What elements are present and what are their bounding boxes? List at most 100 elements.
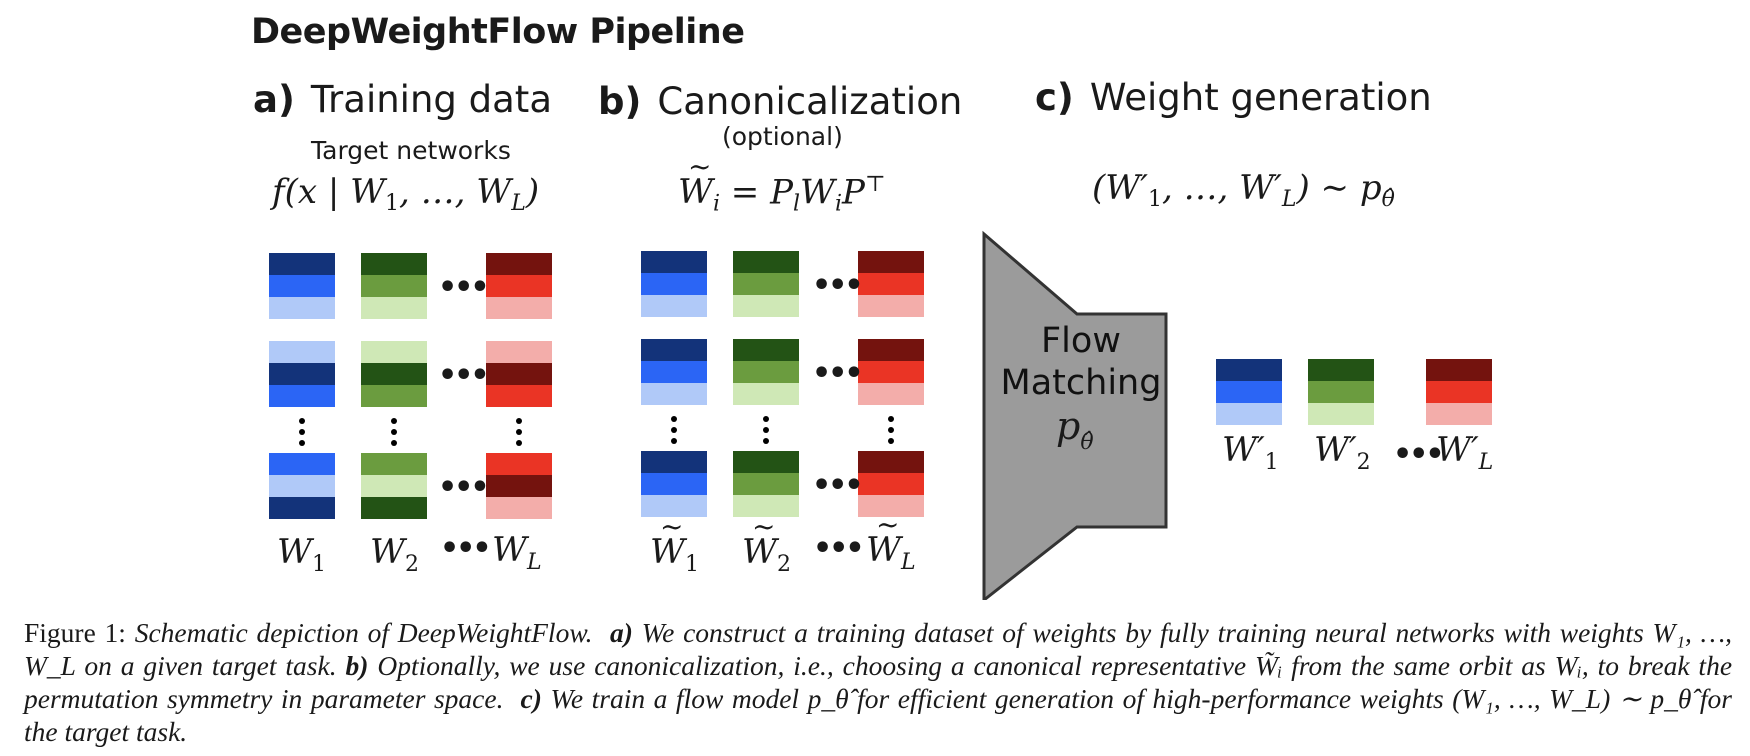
section-c-formula: (W′1, …, W′L) ∼ pθ̂ — [1092, 168, 1395, 212]
weight-stripe-light — [641, 383, 707, 405]
weight-stripe-light — [269, 475, 335, 497]
weight-stripe-dark — [858, 339, 924, 361]
generated-block-red — [1426, 359, 1492, 425]
section-b-heading: b)Canonicalization — [598, 80, 962, 123]
weight-block-blue — [269, 453, 335, 519]
weight-stripe-mid — [486, 385, 552, 407]
weight-stripe-dark — [733, 251, 799, 273]
weight-stripe-dark — [361, 363, 427, 385]
weight-stripe-mid — [641, 473, 707, 495]
row-ellipsis: ••• — [812, 356, 864, 391]
flow-matching-model-shape — [982, 230, 1168, 600]
section-a-title: Training data — [310, 78, 552, 121]
weight-stripe-dark — [361, 497, 427, 519]
weight-stripe-dark — [858, 451, 924, 473]
weight-stripe-dark — [486, 475, 552, 497]
weight-block-green — [361, 341, 427, 407]
weight-stripe-mid — [1426, 381, 1492, 403]
column-vertical-ellipsis — [763, 416, 769, 449]
weight-block-red — [486, 453, 552, 519]
weight-block-red — [858, 339, 924, 405]
weight-stripe-mid — [1308, 381, 1374, 403]
weight-stripe-mid — [486, 275, 552, 297]
section-b-title: Canonicalization — [657, 80, 963, 123]
weight-stripe-mid — [641, 273, 707, 295]
weight-stripe-dark — [269, 363, 335, 385]
weight-stripe-mid — [486, 453, 552, 475]
section-c-letter: c) — [1035, 76, 1074, 119]
section-c-title: Weight generation — [1089, 76, 1432, 119]
figure-caption: Figure 1: Schematic depiction of DeepWei… — [24, 616, 1732, 748]
caption-b-label: b) — [345, 650, 369, 681]
section-c-heading: c) Weight generation — [1035, 76, 1432, 119]
weight-stripe-light — [361, 341, 427, 363]
label-w2-tilde: W2 — [742, 510, 791, 577]
weight-stripe-light — [269, 297, 335, 319]
generated-block-blue — [1216, 359, 1282, 425]
caption-c-label: c) — [520, 683, 542, 714]
weight-stripe-light — [641, 295, 707, 317]
weight-stripe-light — [486, 297, 552, 319]
weight-stripe-light — [361, 475, 427, 497]
column-vertical-ellipsis — [299, 418, 305, 451]
row-ellipsis: ••• — [438, 470, 490, 505]
label-ellipsis: ••• — [440, 531, 492, 566]
label-w2-prime: W′2 — [1314, 430, 1371, 475]
section-a-letter: a) — [253, 78, 295, 121]
weight-stripe-dark — [858, 251, 924, 273]
weight-stripe-mid — [858, 473, 924, 495]
weight-block-blue — [641, 451, 707, 517]
weight-stripe-dark — [269, 253, 335, 275]
label-wL-prime: W′L — [1436, 430, 1494, 475]
weight-block-blue — [641, 339, 707, 405]
weight-stripe-light — [858, 295, 924, 317]
weight-block-red — [486, 253, 552, 319]
weight-stripe-dark — [486, 363, 552, 385]
row-ellipsis: ••• — [438, 358, 490, 393]
column-vertical-ellipsis — [391, 418, 397, 451]
weight-stripe-mid — [269, 385, 335, 407]
column-vertical-ellipsis — [888, 416, 894, 449]
label-ellipsis-c: ••• — [1393, 437, 1445, 472]
figure-title: DeepWeightFlow Pipeline — [251, 12, 745, 52]
weight-stripe-dark — [269, 497, 335, 519]
weight-stripe-light — [733, 295, 799, 317]
section-a-subheading: Target networks — [311, 136, 511, 165]
weight-stripe-mid — [641, 361, 707, 383]
caption-a-label: a) — [610, 617, 633, 648]
label-wL: WL — [492, 530, 542, 575]
label-w1-tilde: W1 — [650, 510, 699, 577]
weight-stripe-dark — [733, 339, 799, 361]
weight-stripe-dark — [361, 253, 427, 275]
weight-stripe-light — [486, 341, 552, 363]
weight-block-green — [361, 453, 427, 519]
weight-stripe-light — [1308, 403, 1374, 425]
weight-stripe-light — [361, 297, 427, 319]
flow-label-line2: Matching — [1000, 363, 1162, 403]
weight-stripe-mid — [269, 453, 335, 475]
weight-stripe-mid — [733, 473, 799, 495]
weight-stripe-light — [858, 383, 924, 405]
column-vertical-ellipsis — [516, 418, 522, 451]
row-ellipsis: ••• — [812, 268, 864, 303]
flow-matching-trapezoid — [982, 230, 1168, 600]
weight-stripe-light — [641, 495, 707, 517]
weight-stripe-dark — [641, 339, 707, 361]
weight-stripe-light — [1216, 403, 1282, 425]
label-ellipsis-b: ••• — [813, 531, 865, 566]
weight-block-red — [486, 341, 552, 407]
flow-model-symbol: pθ̂ — [1056, 404, 1094, 455]
label-wL-tilde: WL — [866, 508, 916, 575]
weight-block-blue — [269, 341, 335, 407]
weight-stripe-dark — [1216, 359, 1282, 381]
weight-block-blue — [641, 251, 707, 317]
weight-stripe-mid — [361, 275, 427, 297]
caption-b-text: Optionally, we use canonicalization, i.e… — [24, 650, 1733, 714]
weight-block-green — [733, 251, 799, 317]
weight-stripe-mid — [361, 453, 427, 475]
flow-label-line1: Flow — [1041, 321, 1121, 361]
weight-stripe-light — [269, 341, 335, 363]
weight-stripe-dark — [641, 251, 707, 273]
caption-a-text: We construct a training dataset of weigh… — [24, 617, 1732, 681]
weight-stripe-mid — [1216, 381, 1282, 403]
